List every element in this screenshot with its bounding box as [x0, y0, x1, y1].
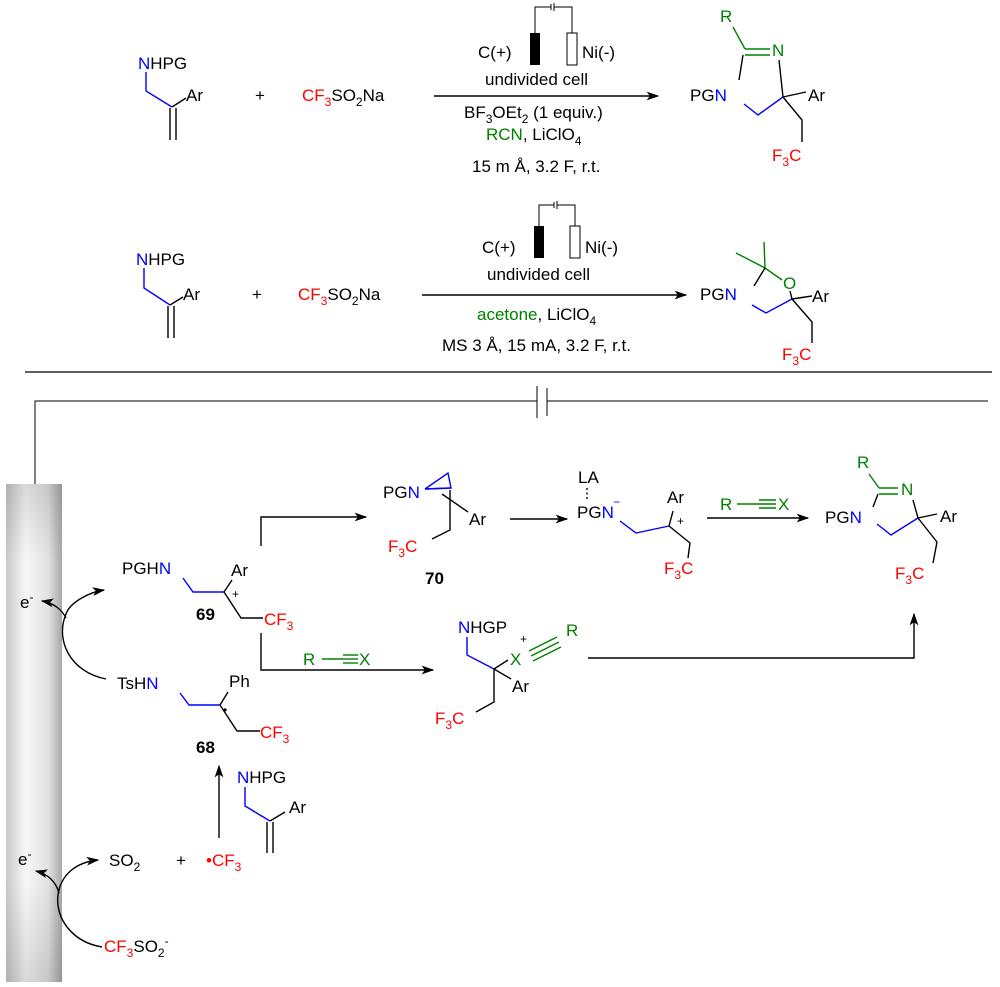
electrode [6, 484, 62, 982]
svg-text:•: • [223, 703, 227, 717]
conditions-line-2: MS 3 Å, 15 mA, 3.2 F, r.t. [442, 336, 631, 355]
svg-text:Ar: Ar [808, 86, 825, 105]
aziridine-70: PGN Ar F3C 70 [383, 471, 486, 588]
svg-text:+: + [520, 632, 527, 646]
svg-text:R: R [566, 621, 578, 640]
svg-text:PGN: PGN [700, 285, 737, 304]
arrow-to-product [588, 612, 919, 659]
svg-text:CF3: CF3 [260, 723, 290, 746]
nitrile-reagent: R [303, 650, 315, 669]
trifluoroethyl-label: F3C [772, 146, 801, 169]
arrow-to-nitrilium [260, 633, 435, 675]
sulfur-dioxide: SO2 [109, 851, 141, 874]
svg-text:N: N [901, 480, 913, 499]
plus-sign: + [255, 86, 265, 105]
svg-text:PGN: PGN [383, 483, 420, 502]
svg-text:Ar: Ar [289, 798, 306, 817]
electrolysis-cell-icon [530, 3, 578, 66]
radical-68: TsHN Ph • CF3 68 [117, 672, 290, 757]
svg-text:Ar: Ar [512, 677, 529, 696]
anode-label: C(+) [478, 43, 512, 62]
conditions-line-2: RCN, LiClO4 [486, 125, 582, 148]
svg-text:+: + [232, 587, 239, 601]
svg-text:R: R [857, 453, 869, 472]
cell-type-label: undivided cell [487, 265, 590, 284]
reaction-2: NHPG Ar + CF3SO2Na C(+) Ni(-) undivided … [136, 201, 829, 368]
svg-text:Ar: Ar [183, 285, 200, 304]
svg-text:TsHN: TsHN [117, 674, 159, 693]
trifluoromethyl-radical: •CF3 [206, 851, 242, 874]
substrate-allylamine: NHPG Ar [138, 54, 203, 140]
langlois-reagent: CF3SO2Na [298, 285, 381, 308]
mechanism: e- PGHN Ar + 69 CF3 R X PGN [6, 386, 988, 982]
oxidation-arrow-icon [61, 587, 107, 680]
svg-text:F3C: F3C [388, 537, 417, 560]
triflinate-anion: CF3SO2- [104, 934, 169, 960]
svg-text:F3C: F3C [895, 564, 924, 587]
cathode-label: Ni(-) [582, 43, 615, 62]
external-circuit [34, 386, 988, 484]
svg-text:NHPG: NHPG [237, 768, 286, 787]
cathode-label: Ni(-) [585, 238, 618, 257]
svg-text:X: X [359, 650, 370, 669]
svg-text:CF3: CF3 [264, 610, 294, 633]
svg-text:+: + [677, 514, 684, 528]
conditions-line-1: acetone, LiClO4 [477, 305, 596, 328]
svg-text:Ar: Ar [469, 510, 486, 529]
nitrilium-intermediate: NHGP X + R Ar F3C [435, 618, 578, 732]
svg-text:Ph: Ph [229, 672, 250, 691]
ring-opened-intermediate: LA PGN − Ar + F3C [577, 468, 693, 582]
svg-text:F3C: F3C [782, 345, 811, 368]
anode-label: C(+) [482, 238, 516, 257]
imidazoline-product: R N PGN Ar F3C [825, 453, 957, 587]
svg-text:X: X [778, 495, 789, 514]
svg-text:Ar: Ar [231, 561, 248, 580]
electron-label: e- [18, 847, 31, 869]
langlois-reagent: CF3SO2Na [302, 86, 385, 109]
svg-text:PGHN: PGHN [122, 559, 171, 578]
svg-text:N: N [772, 41, 784, 60]
svg-text:Ar: Ar [940, 507, 957, 526]
electron-release-arrow-icon [40, 598, 67, 619]
imidazoline-product: R N PGN Ar F3C [690, 7, 825, 169]
plus-sign: + [176, 851, 186, 870]
svg-text:NHGP: NHGP [458, 618, 507, 637]
oxygen-label: O [783, 274, 796, 293]
svg-text:PGN: PGN [577, 503, 614, 522]
cell-type-label: undivided cell [485, 70, 588, 89]
svg-text:Ar: Ar [667, 488, 684, 507]
svg-text:NHPG: NHPG [136, 250, 185, 269]
svg-text:PGN: PGN [825, 508, 862, 527]
nitrogen-label: NHPG [138, 54, 187, 73]
svg-text:F3C: F3C [664, 559, 693, 582]
compound-number-70: 70 [425, 569, 444, 588]
electrolysis-cell-icon [534, 201, 581, 259]
oxazolidine-product: O PGN Ar F3C [700, 241, 829, 368]
substrate-allylamine: NHPG Ar [237, 768, 306, 853]
electron-label: e- [20, 590, 33, 612]
svg-text:R: R [720, 495, 732, 514]
conditions-line-1: BF3OEt2 (1 equiv.) [464, 103, 603, 126]
carbocation-69: PGHN Ar + 69 CF3 [122, 559, 294, 633]
oxidation-arrow-icon [56, 856, 103, 948]
plus-sign: + [252, 285, 262, 304]
r-group-label: R [720, 7, 732, 26]
svg-text:X: X [510, 650, 521, 669]
conditions-line-3: 15 m Å, 3.2 F, r.t. [472, 157, 601, 176]
reaction-1: NHPG Ar + CF3SO2Na C(+) Ni(-) undivided … [138, 3, 825, 176]
lewis-acid-label: LA [578, 468, 599, 487]
svg-text:−: − [613, 495, 620, 509]
compound-number-68: 68 [196, 738, 215, 757]
svg-text:F3C: F3C [435, 709, 464, 732]
electron-release-arrow-icon [34, 869, 60, 894]
arrow-to-aziridine [260, 512, 368, 546]
compound-number-69: 69 [196, 605, 215, 624]
aryl-label: Ar [186, 86, 203, 105]
substrate-allylamine: NHPG Ar [136, 250, 200, 338]
svg-text:Ar: Ar [812, 287, 829, 306]
pg-label: PGN [690, 86, 727, 105]
